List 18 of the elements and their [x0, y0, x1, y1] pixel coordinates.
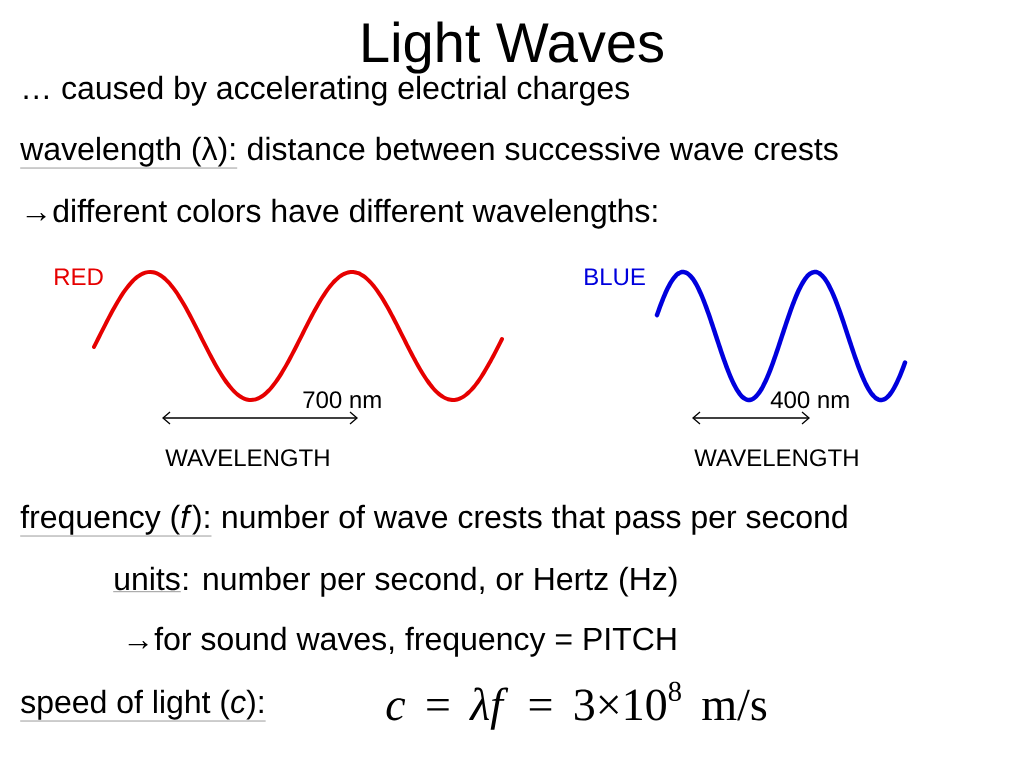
body-text: number of wave crests that pass per second — [223, 504, 847, 535]
body-text: →different colors have different wavelengths: — [26, 198, 657, 229]
measurement-label: 400 nm — [770, 391, 849, 409]
measurement-label: 700 nm — [303, 391, 381, 409]
underlined-term: speed of light (c): — [20, 689, 266, 722]
body-text: →for sound waves, frequency = PITCH — [128, 626, 676, 657]
slide-title: Light Waves — [363, 21, 663, 74]
body-text: distance between successive wave crests — [247, 136, 838, 161]
body-text: … caused by accelerating electrial charges — [24, 75, 630, 106]
wave-label: RED — [55, 268, 103, 285]
underlined-term: frequency (f): — [20, 504, 212, 537]
underlined-term: wavelength (λ): — [20, 136, 238, 169]
caption-text: WAVELENGTH — [694, 449, 858, 467]
wave-label: BLUE — [585, 268, 645, 286]
underlined-term: units — [113, 566, 181, 592]
body-text: : number per second, or Hertz (Hz) — [184, 566, 677, 597]
caption-text: WAVELENGTH — [165, 449, 329, 467]
formula: c = λf = 3×10$^{8}$ m/s — [386, 681, 767, 730]
